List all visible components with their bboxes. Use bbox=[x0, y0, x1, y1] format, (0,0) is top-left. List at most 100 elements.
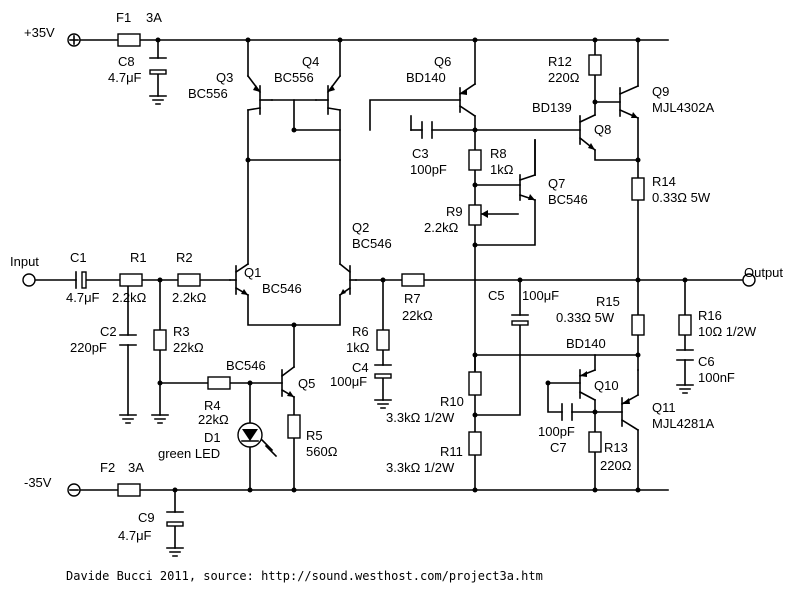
resistor-r8 bbox=[468, 149, 482, 171]
transistor-q11 bbox=[620, 393, 640, 432]
q11-val: MJL4281A bbox=[652, 416, 714, 431]
resistor-r9 bbox=[468, 204, 482, 226]
c4-ref: C4 bbox=[352, 360, 369, 375]
credit-caption: Davide Bucci 2011, source: http://sound.… bbox=[66, 569, 543, 583]
resistor-r1 bbox=[119, 273, 143, 287]
c6-val: 100nF bbox=[698, 370, 735, 385]
q7-val: BC546 bbox=[548, 192, 588, 207]
r10-ref: R10 bbox=[440, 394, 464, 409]
pos-supply-label: +35V bbox=[24, 25, 55, 40]
c9-ref: C9 bbox=[138, 510, 155, 525]
resistor-r2 bbox=[177, 273, 201, 287]
labels: +35V -35V Input Output F1 3A F2 3A C8 4.… bbox=[10, 10, 783, 583]
c2-ref: C2 bbox=[100, 324, 117, 339]
resistors bbox=[119, 54, 692, 456]
resistor-r7 bbox=[401, 273, 425, 287]
q2-ref: Q2 bbox=[352, 220, 369, 235]
c2-val: 220pF bbox=[70, 340, 107, 355]
c7-ref: C7 bbox=[550, 440, 567, 455]
q9-ref: Q9 bbox=[652, 84, 669, 99]
transistor-q1 bbox=[229, 262, 250, 297]
f1-val: 3A bbox=[146, 10, 162, 25]
c7-val: 100pF bbox=[538, 424, 575, 439]
terminals bbox=[22, 33, 756, 497]
ground-c4 bbox=[374, 399, 392, 409]
ground-c6 bbox=[676, 384, 694, 394]
r4-ref: R4 bbox=[204, 398, 221, 413]
q6-ref: Q6 bbox=[434, 54, 451, 69]
c9-val: 4.7μF bbox=[118, 528, 152, 543]
transistor-q3 bbox=[246, 74, 273, 115]
ground-c2 bbox=[119, 414, 137, 424]
r4-val: 22kΩ bbox=[198, 412, 229, 427]
r9-ref: R9 bbox=[446, 204, 463, 219]
resistor-r14 bbox=[631, 177, 645, 201]
resistor-r6 bbox=[376, 329, 390, 351]
r12-val: 220Ω bbox=[548, 70, 580, 85]
input-label: Input bbox=[10, 254, 39, 269]
q4-val: BC556 bbox=[274, 70, 314, 85]
q3-ref: Q3 bbox=[216, 70, 233, 85]
r2-ref: R2 bbox=[176, 250, 193, 265]
r10-val: 3.3kΩ 1/2W bbox=[386, 410, 455, 425]
r12-ref: R12 bbox=[548, 54, 572, 69]
resistor-r13 bbox=[588, 431, 602, 453]
fuse-f2 bbox=[117, 483, 141, 497]
r6-val: 1kΩ bbox=[346, 340, 370, 355]
q1-val: BC546 bbox=[262, 281, 302, 296]
q1-ref: Q1 bbox=[244, 265, 261, 280]
q7-ref: Q7 bbox=[548, 176, 565, 191]
r15-val: 0.33Ω 5W bbox=[556, 310, 615, 325]
r9-val: 2.2kΩ bbox=[424, 220, 459, 235]
q5-ref: Q5 bbox=[298, 376, 315, 391]
c3-val: 100pF bbox=[410, 162, 447, 177]
resistor-r5 bbox=[287, 414, 301, 439]
r3-ref: R3 bbox=[173, 324, 190, 339]
r1-ref: R1 bbox=[130, 250, 147, 265]
led-d1 bbox=[237, 422, 278, 458]
input-terminal bbox=[22, 273, 36, 287]
transistor-q5 bbox=[280, 365, 296, 399]
r7-val: 22kΩ bbox=[402, 308, 433, 323]
c1-ref: C1 bbox=[70, 250, 87, 265]
r13-val: 220Ω bbox=[600, 458, 632, 473]
r1-val: 2.2kΩ bbox=[112, 290, 147, 305]
transistor-q4 bbox=[315, 74, 342, 115]
resistor-r16 bbox=[678, 314, 692, 336]
r5-ref: R5 bbox=[306, 428, 323, 443]
r8-val: 1kΩ bbox=[490, 162, 514, 177]
c8-ref: C8 bbox=[118, 54, 135, 69]
q2-val: BC546 bbox=[352, 236, 392, 251]
resistor-r10 bbox=[468, 371, 482, 396]
r15-ref: R15 bbox=[596, 294, 620, 309]
resistor-r4 bbox=[207, 376, 231, 390]
ground-r3 bbox=[151, 414, 169, 424]
resistor-r11 bbox=[468, 431, 482, 456]
c5-ref: C5 bbox=[488, 288, 505, 303]
q8-ref: Q8 bbox=[594, 122, 611, 137]
q10-ref: Q10 bbox=[594, 378, 619, 393]
ground-c8 bbox=[149, 95, 167, 105]
fuse-f1 bbox=[117, 33, 141, 47]
r16-val: 10Ω 1/2W bbox=[698, 324, 757, 339]
output-label: Output bbox=[744, 265, 783, 280]
transistors bbox=[229, 74, 640, 432]
resistor-r12 bbox=[588, 54, 602, 76]
resistor-r3 bbox=[153, 329, 167, 351]
r8-ref: R8 bbox=[490, 146, 507, 161]
transistor-q10 bbox=[578, 368, 597, 402]
q3-val: BC556 bbox=[188, 86, 228, 101]
r5-val: 560Ω bbox=[306, 444, 338, 459]
ground-symbols bbox=[119, 95, 694, 557]
q6-val: BD140 bbox=[406, 70, 446, 85]
r7-ref: R7 bbox=[404, 291, 421, 306]
f2-ref: F2 bbox=[100, 460, 115, 475]
f1-ref: F1 bbox=[116, 10, 131, 25]
resistor-r15 bbox=[631, 314, 645, 336]
q10-val: BD140 bbox=[566, 336, 606, 351]
q11-ref: Q11 bbox=[652, 400, 676, 415]
neg-supply-label: -35V bbox=[24, 475, 52, 490]
r3-val: 22kΩ bbox=[173, 340, 204, 355]
d1-val: green LED bbox=[158, 446, 220, 461]
